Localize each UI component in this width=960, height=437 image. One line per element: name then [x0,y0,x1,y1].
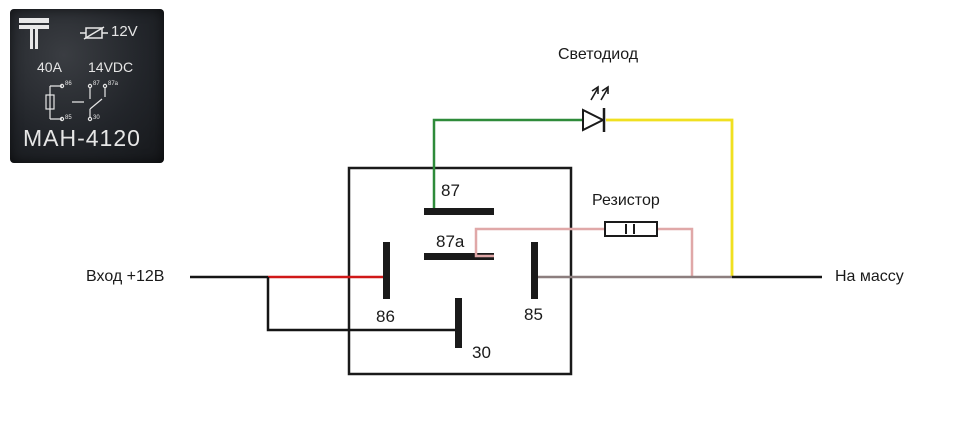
contact-87-bar [424,208,494,215]
black-wire-30 [266,277,455,332]
pin-87-label: 87 [441,181,460,200]
pink-wire-87a [474,227,605,258]
pink-wire-resistor-out [657,227,694,277]
pin-30-label: 30 [472,343,491,362]
relay-voltage-rating: 12V [111,23,138,40]
relay-pin-87-label: 87 [93,81,100,87]
ground-label: На массу [835,268,904,285]
resistor-icon [604,221,658,237]
green-wire-87 [432,118,583,208]
relay-photo-graphics [19,18,108,122]
relay-current-rating: 40A [37,59,62,75]
coil-85-bar [531,242,538,299]
resistor-label: Резистор [592,192,660,209]
input-label: Вход +12В [86,268,165,285]
relay-pin-85-label: 85 [65,115,72,121]
coil-symbol-icon [80,26,108,40]
relay-pin-87a-label: 87a [108,81,119,87]
contact-30-bar [455,298,462,348]
coil-86-bar [383,242,390,299]
pin-87a-label: 87a [436,232,465,251]
yellow-wire-led [606,118,734,277]
pin-85-label: 85 [524,305,543,324]
relay-contact-voltage: 14VDC [88,59,134,75]
relay-pin-30-label: 30 [93,115,100,121]
led-label: Светодиод [558,46,639,63]
led-diode-icon [582,85,609,132]
relay-pin-86-label: 86 [65,81,72,87]
contact-87a-bar [424,253,494,260]
relay-model-label: MAH-4120 [23,125,141,151]
relay-photo: 12V 40A 14VDC 86 87 87a 85 30 MAH-4120 [10,9,164,163]
brand-logo-icon [19,18,49,49]
relay-box [347,166,573,376]
pinout-schematic [45,83,108,122]
pin-86-label: 86 [376,307,395,326]
